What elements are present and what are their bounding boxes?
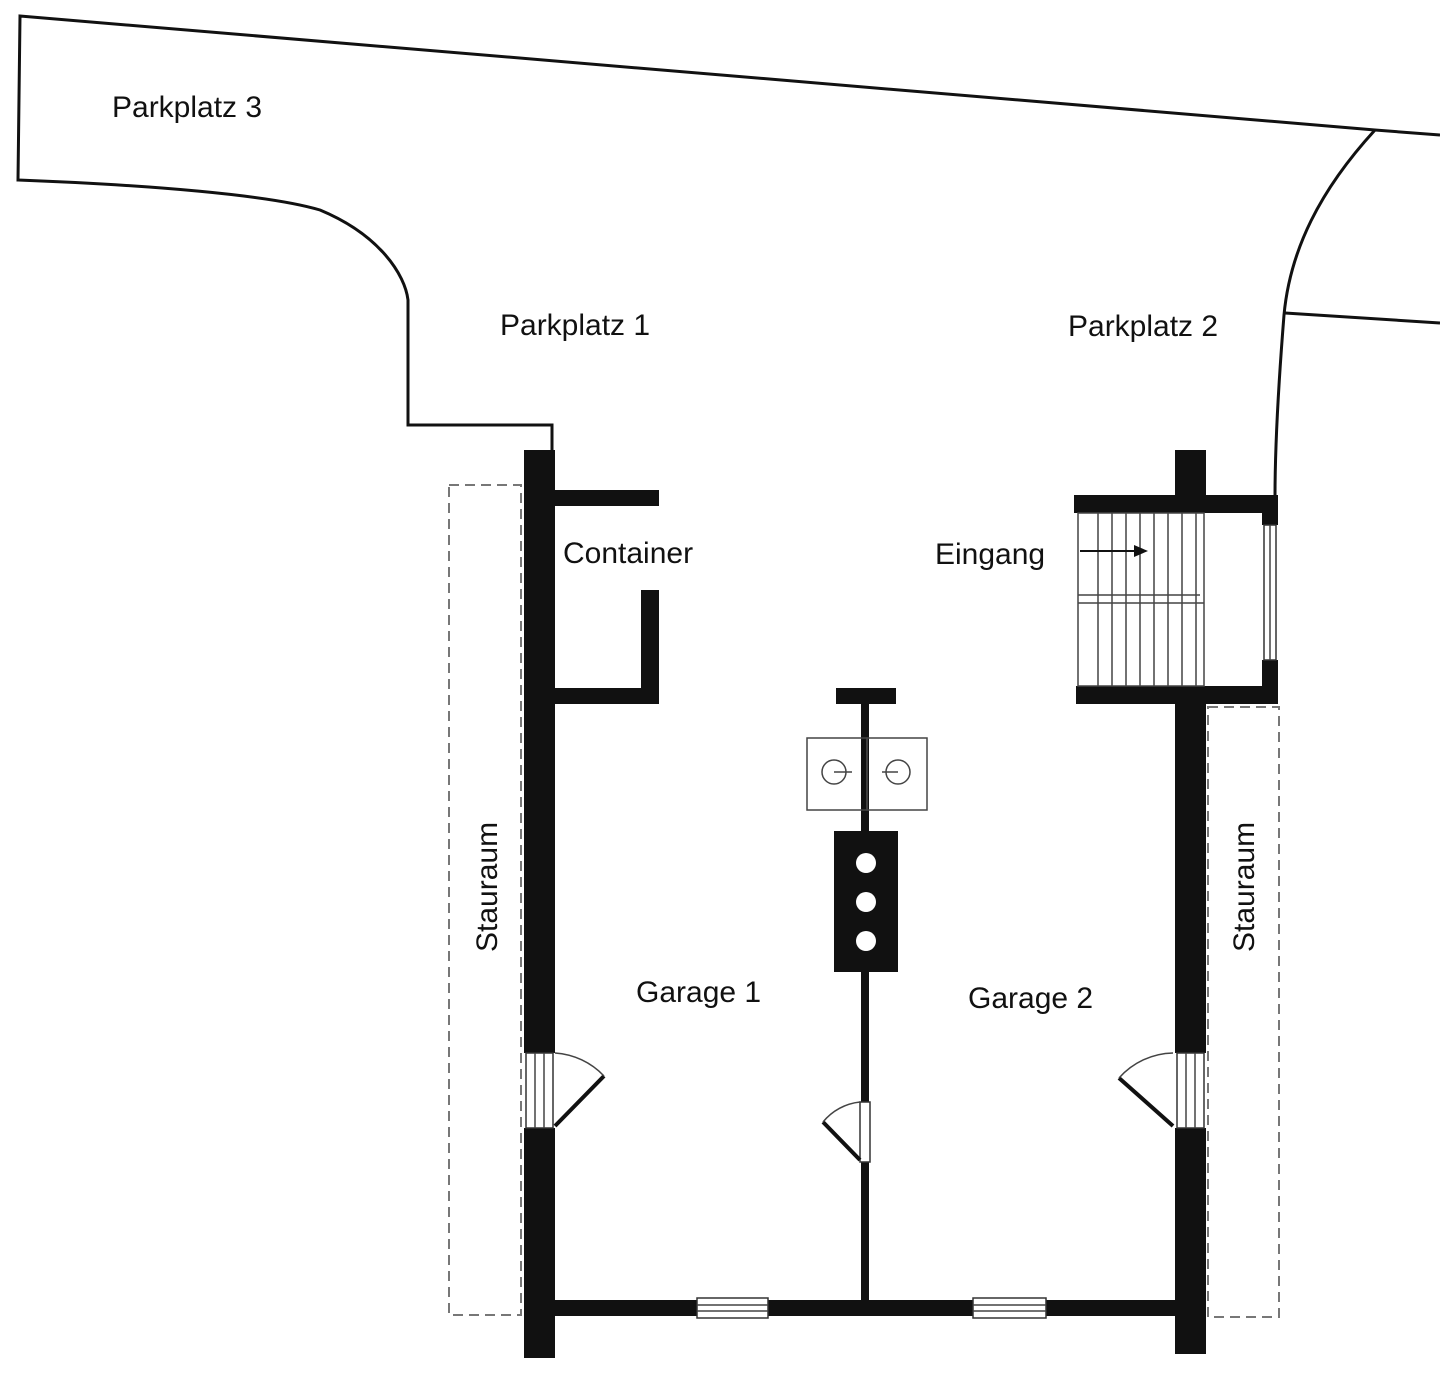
label-garage-2: Garage 2 (968, 982, 1093, 1015)
label-stauraum-left: Stauraum (471, 822, 504, 952)
doors (525, 1052, 1205, 1163)
entrance-wall-right-bottom (1262, 660, 1278, 704)
door-left-frame (525, 1052, 554, 1129)
entrance-wall-right-top (1262, 495, 1278, 525)
label-parkplatz-1: Parkplatz 1 (500, 309, 650, 342)
staircase-outline (1077, 512, 1205, 687)
right-wall-upper (1175, 700, 1206, 1053)
parking-2-divider (1284, 311, 1440, 325)
site-boundary-outline (16, 14, 1440, 455)
right-wall-post (1175, 450, 1206, 500)
container-wall-side (641, 590, 659, 704)
door-left-leaf (553, 1074, 606, 1128)
column-block-dots (856, 853, 876, 951)
column-dot-1 (856, 853, 876, 873)
bottom-wall-right (1046, 1300, 1176, 1316)
center-partition-mid (861, 972, 869, 1102)
bottom-wall-left (555, 1300, 697, 1316)
door-right-leaf (1117, 1076, 1175, 1128)
stauraum-left-outline (448, 484, 522, 1316)
staircase (1077, 512, 1205, 687)
windows (696, 524, 1277, 1319)
door-center-leaf (821, 1120, 862, 1162)
sinks (806, 737, 928, 811)
door-left-swing-arc (554, 1052, 605, 1077)
door-center-swing-arc (822, 1101, 861, 1123)
stauraum-right-outline (1207, 706, 1280, 1318)
container-wall-top (555, 490, 659, 506)
bottom-wall-middle (768, 1300, 973, 1316)
window-bottom-right (972, 1297, 1047, 1319)
left-wall-upper (524, 450, 555, 1053)
door-right-frame (1176, 1052, 1205, 1129)
window-bottom-left (696, 1297, 769, 1319)
site-boundary (16, 14, 1440, 498)
label-parkplatz-2: Parkplatz 2 (1068, 310, 1218, 343)
label-garage-1: Garage 1 (636, 976, 761, 1009)
label-container: Container (563, 537, 693, 570)
label-parkplatz-3: Parkplatz 3 (112, 91, 262, 124)
center-partition-lower (861, 1162, 869, 1302)
door-center-frame (859, 1101, 871, 1163)
sink-right-box (866, 737, 928, 811)
door-right-swing-arc (1118, 1052, 1174, 1079)
labels: Parkplatz 3 Parkplatz 1 Parkplatz 2 Cont… (112, 91, 1261, 1015)
center-partition-upper (861, 704, 869, 832)
entrance-wall-bottom (1076, 686, 1278, 704)
parking-2-curve (1273, 128, 1377, 498)
container-wall-bottom (555, 688, 659, 704)
entrance-wall-top (1074, 495, 1278, 513)
right-wall-lower (1175, 1128, 1206, 1354)
column-dot-3 (856, 931, 876, 951)
walls (524, 450, 1278, 1358)
left-wall-lower (524, 1128, 555, 1358)
column-dot-2 (856, 892, 876, 912)
center-top-bar (836, 688, 896, 704)
label-stauraum-right: Stauraum (1228, 822, 1261, 952)
stair-arrow-head-icon (1134, 545, 1148, 557)
sink-left-box (806, 737, 868, 811)
label-eingang: Eingang (935, 538, 1045, 571)
